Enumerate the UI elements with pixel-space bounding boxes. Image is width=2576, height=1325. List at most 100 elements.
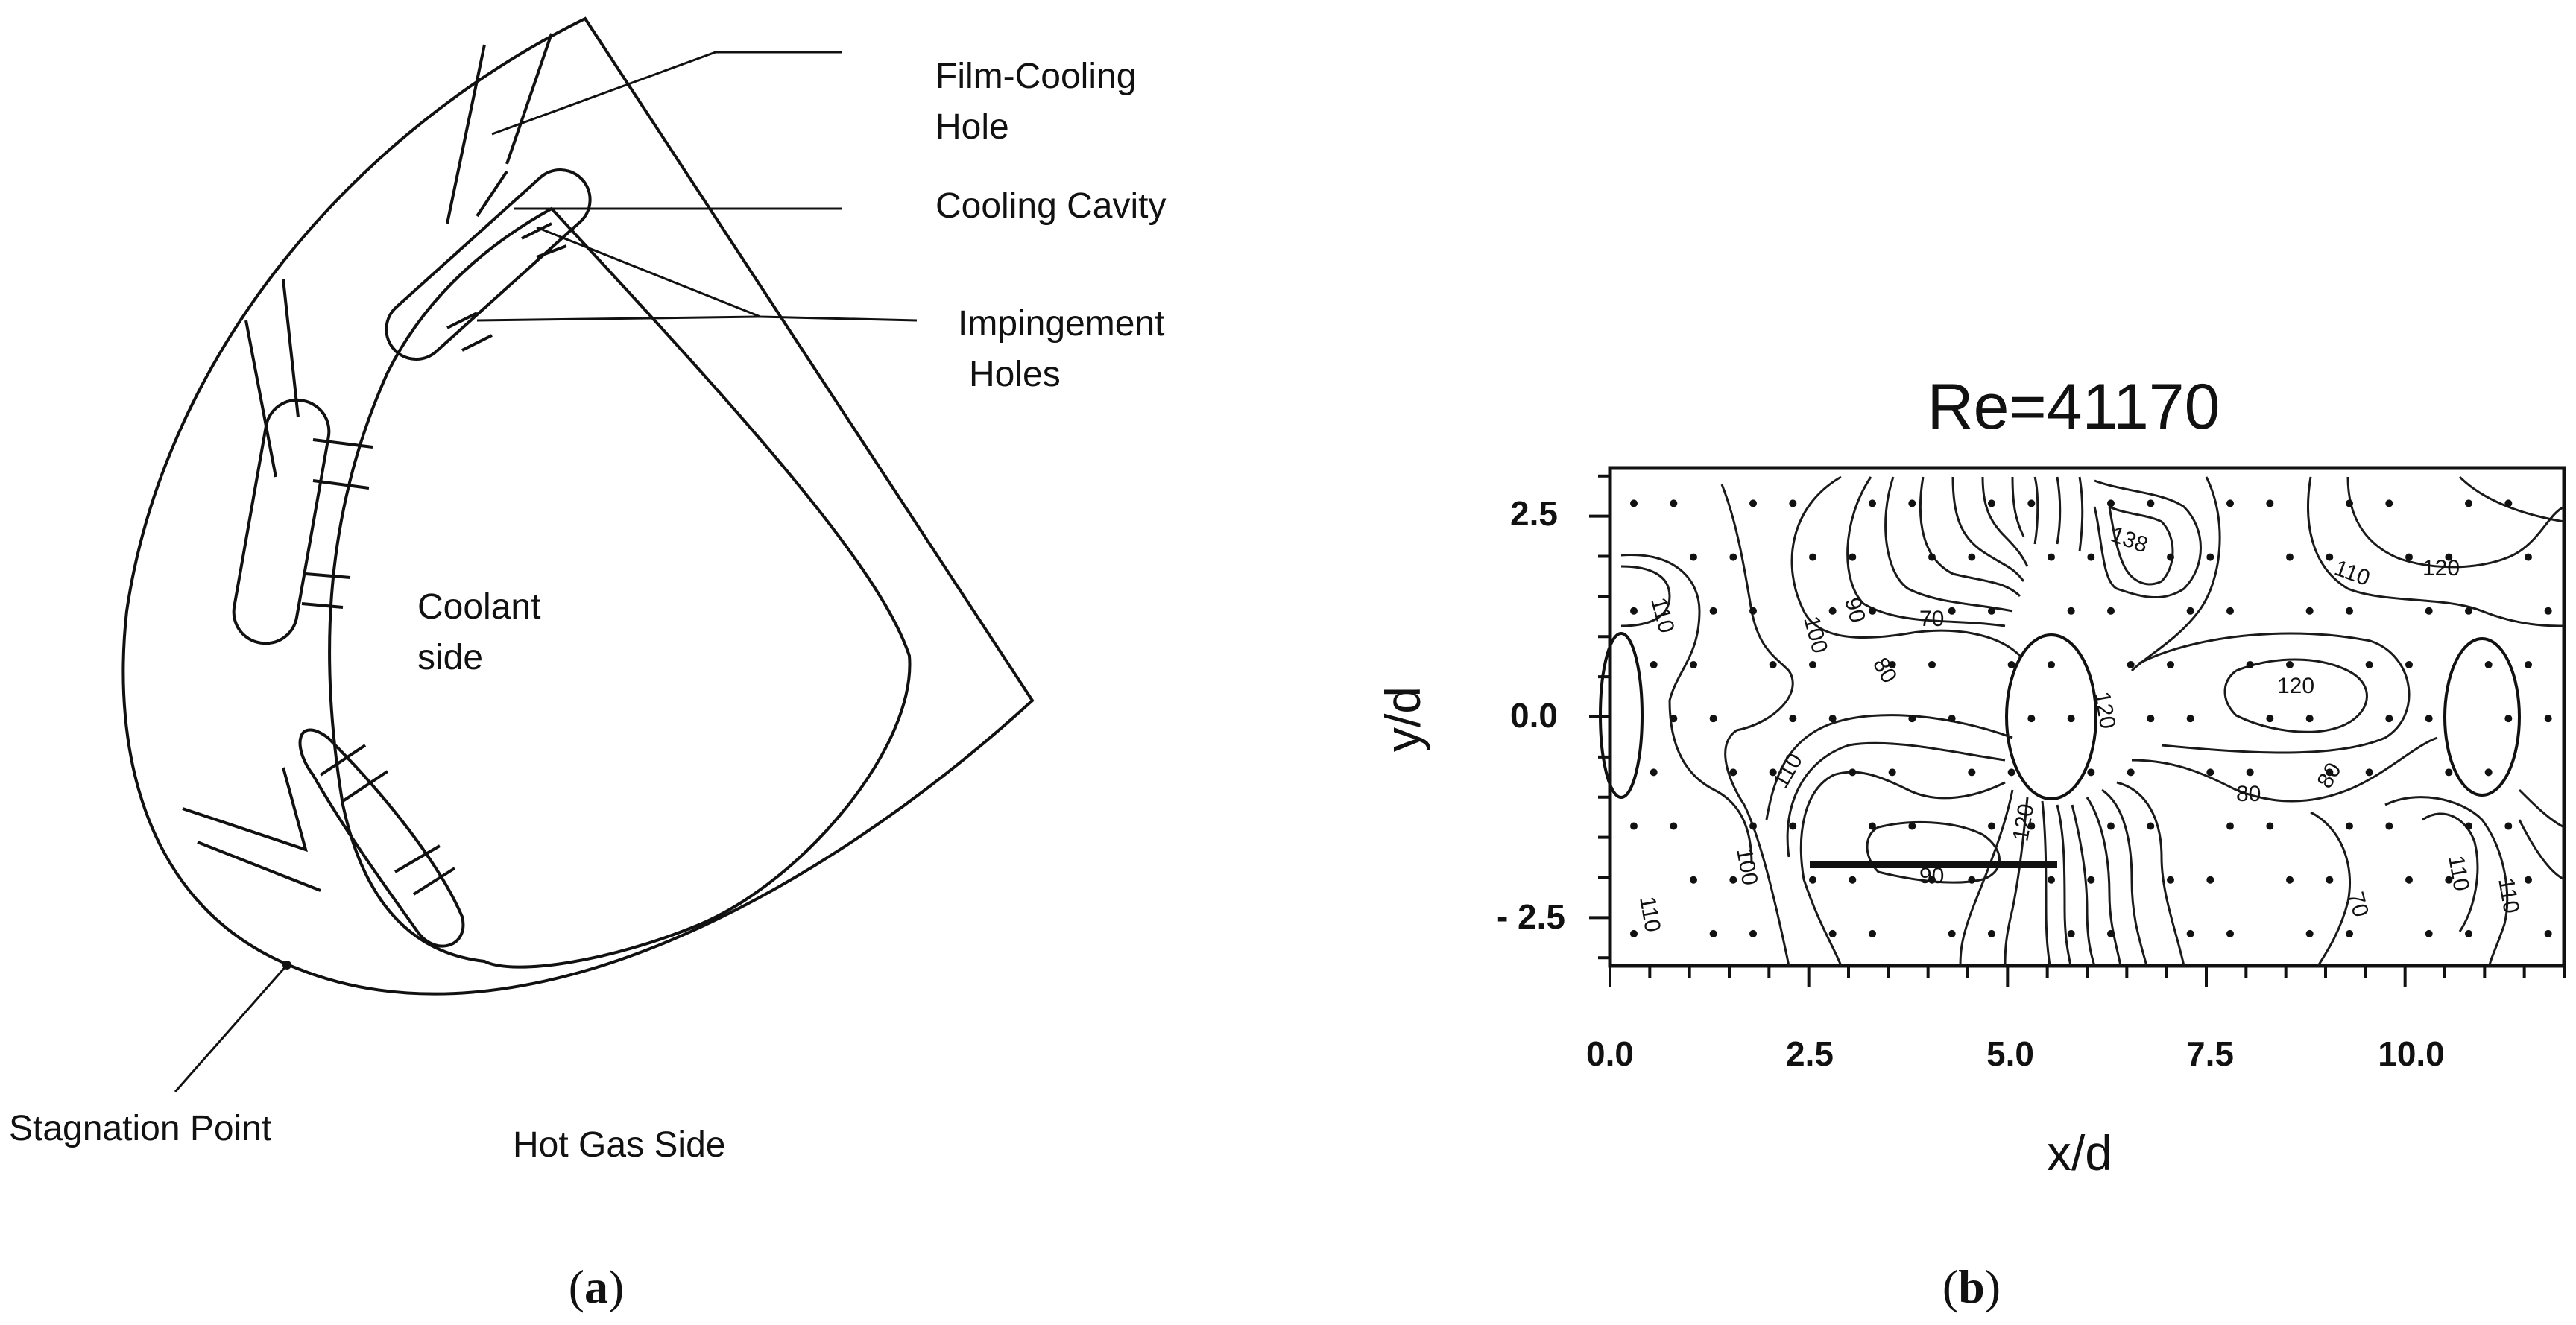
measurement-dot [2385, 499, 2393, 507]
measurement-dot [1650, 768, 1658, 777]
axis-ticks [1589, 474, 2566, 987]
measurement-dot [2067, 715, 2075, 723]
measurement-dot [1948, 715, 1956, 723]
measurement-dot [2445, 768, 2453, 777]
measurement-dot [2365, 660, 2373, 668]
measurement-dot [1670, 822, 1678, 830]
measurement-dot [1630, 929, 1638, 937]
measurement-dot [1789, 499, 1797, 507]
measurement-dot [2286, 553, 2294, 561]
measurement-dot [2504, 499, 2513, 507]
film-cooling-hole-mid-1 [244, 320, 277, 478]
film-cooling-hole-wall-1 [446, 44, 486, 224]
measurement-dot [1670, 715, 1678, 723]
measurement-dot [1690, 660, 1697, 668]
measurement-dot [2346, 822, 2353, 830]
label-coolant-line2: side [417, 638, 483, 677]
measurement-dot [1828, 929, 1837, 937]
jet-hole-center [2005, 633, 2097, 800]
contour-label-120-right: 120 [2422, 556, 2460, 581]
measurement-dot [1709, 607, 1717, 615]
measurement-dot [1709, 715, 1717, 723]
measurement-dot [2107, 822, 2115, 830]
measurement-dot [2206, 876, 2214, 884]
measurement-dot [2465, 929, 2472, 937]
impingement-hole-top-1 [521, 222, 552, 240]
measurement-dot [2286, 660, 2294, 668]
measurement-dot [1869, 822, 1876, 830]
measurement-dot [1809, 876, 1816, 884]
measurement-dot [2007, 660, 2015, 668]
measurement-dot [2525, 553, 2532, 561]
contour-label-138: 138 [2108, 522, 2151, 558]
measurement-dot [2405, 553, 2413, 561]
measurement-dot [2027, 822, 2036, 830]
contour-label-100-a: 100 [1799, 613, 1832, 656]
measurement-dot [2087, 876, 2095, 884]
measurement-dot [2405, 876, 2413, 884]
measurement-dot [1869, 929, 1876, 937]
x-tick-label-7.5: 7.5 [2186, 1034, 2234, 1073]
measurement-dot [2186, 929, 2194, 937]
measurement-dot [2027, 499, 2036, 507]
film-cooling-hole-bottom-2 [197, 841, 321, 892]
contour-label-80-b: 80 [2236, 782, 2261, 806]
measurement-dot [1749, 929, 1757, 937]
label-impingement-line2: Holes [969, 355, 1061, 394]
contour-label-110-e: 110 [2493, 876, 2524, 915]
measurement-dot [2167, 553, 2174, 561]
impingement-hole-bottom-2 [341, 770, 389, 803]
measurement-dot [2266, 715, 2274, 723]
measurement-dot [1988, 822, 1995, 830]
contour-label-120-mid: 120 [2277, 674, 2314, 698]
measurement-dot [2147, 715, 2155, 723]
measurement-dot [1769, 768, 1777, 777]
y-tick-label-neg-2.5: - 2.5 [1497, 897, 1565, 936]
measurement-dot [1630, 499, 1638, 507]
measurement-dot [2087, 768, 2095, 777]
measurement-dot [1690, 553, 1697, 561]
contour-label-110-right: 110 [2332, 556, 2373, 591]
measurement-dot [2048, 553, 2055, 561]
measurement-dot [1988, 607, 1995, 615]
contour-label-110-c: 110 [1635, 894, 1665, 934]
contour-label-110-left: 110 [1646, 595, 1679, 636]
measurement-dot [2127, 660, 2135, 668]
chart-title: Re=41170 [1928, 371, 2220, 443]
contour-label-90-a: 90 [1840, 595, 1870, 625]
contour-label-70-b: 70 [2343, 889, 2373, 920]
measurement-dot [2346, 607, 2353, 615]
measurement-dot [1988, 929, 1995, 937]
stagnation-point-marker [282, 961, 291, 970]
measurement-dot [2147, 499, 2155, 507]
measurement-dot [1630, 822, 1638, 830]
contour-label-120-lower: 120 [2008, 802, 2039, 843]
label-cooling-cavity: Cooling Cavity [935, 186, 1166, 226]
measurement-dot [2246, 768, 2254, 777]
measurement-dot [2206, 553, 2214, 561]
measurement-dot [2246, 660, 2254, 668]
measurement-dot [2266, 822, 2274, 830]
measurement-dot [2027, 715, 2036, 723]
x-tick-label-10.0: 10.0 [2378, 1034, 2445, 1073]
measurement-dot [2147, 822, 2155, 830]
measurement-dot [1888, 768, 1896, 777]
measurement-dot [1908, 499, 1916, 507]
y-tick-label-2.5: 2.5 [1510, 494, 1558, 533]
film-cooling-hole-wall-2 [505, 33, 553, 165]
leader-stagnation [174, 964, 288, 1092]
measurement-dot [2107, 929, 2115, 937]
measurement-dot [1948, 607, 1956, 615]
measurement-dot [2107, 607, 2115, 615]
measurement-dot [1948, 929, 1956, 937]
impingement-hole-mid-2 [312, 479, 370, 490]
measurement-dot [1769, 660, 1777, 668]
measurement-dot [1908, 822, 1916, 830]
measurement-dot [1888, 660, 1896, 668]
measurement-dot [1828, 607, 1837, 615]
blade-outer-profile [121, 16, 1035, 996]
measurement-dot [2206, 768, 2214, 777]
contour-label-90-b: 90 [1919, 864, 1944, 888]
measurement-dot [1849, 876, 1857, 884]
